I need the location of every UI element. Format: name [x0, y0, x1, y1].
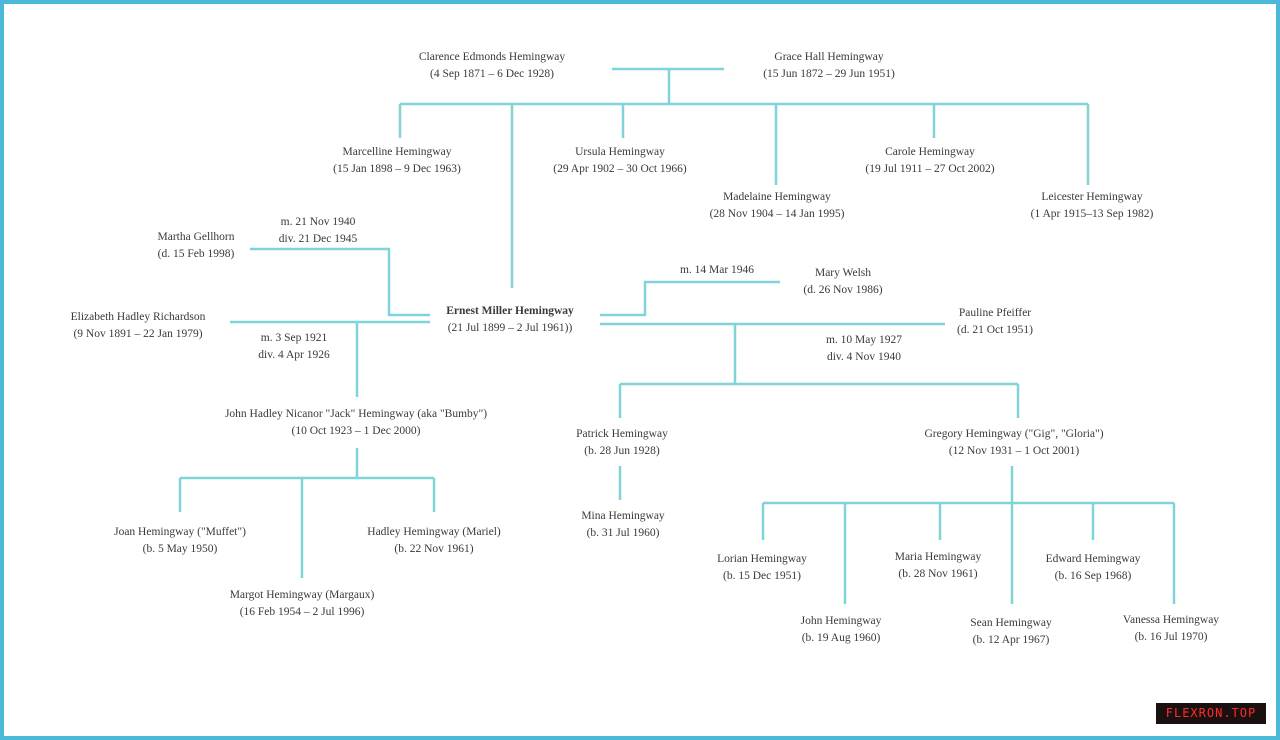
person-name: Vanessa Hemingway — [1122, 614, 1220, 626]
person-name: John Hadley Nicanor "Jack" Hemingway (ak… — [224, 408, 488, 420]
marriage-label-hadley: m. 3 Sep 1921 div. 4 Apr 1926 — [258, 332, 330, 361]
person-dates: (b. 28 Nov 1961) — [898, 568, 978, 580]
person-dates: (21 Jul 1899 – 2 Jul 1961)) — [447, 322, 573, 334]
person-joan: Joan Hemingway ("Muffet") (b. 5 May 1950… — [114, 524, 246, 558]
person-name: Grace Hall Hemingway — [774, 51, 884, 63]
person-patrick: Patrick Hemingway (b. 28 Jun 1928) — [576, 426, 668, 460]
person-dates: (10 Oct 1923 – 1 Dec 2000) — [291, 425, 421, 437]
person-dates: (16 Feb 1954 – 2 Jul 1996) — [239, 606, 365, 618]
person-name: Mary Welsh — [814, 267, 872, 279]
person-pauline: Pauline Pfeiffer (d. 21 Oct 1951) — [957, 305, 1033, 339]
marriage-label-mary: m. 14 Mar 1946 — [679, 264, 755, 276]
person-dates: (b. 12 Apr 1967) — [972, 634, 1050, 646]
person-dates: (19 Jul 1911 – 27 Oct 2002) — [865, 163, 995, 175]
person-dates: (29 Apr 1902 – 30 Oct 1966) — [553, 163, 687, 175]
person-name: Sean Hemingway — [970, 617, 1052, 629]
marriage-label-pauline: m. 10 May 1927 div. 4 Nov 1940 — [825, 334, 903, 363]
person-name: Elizabeth Hadley Richardson — [70, 311, 206, 323]
person-name: Pauline Pfeiffer — [958, 307, 1032, 319]
person-marcelline: Marcelline Hemingway (15 Jan 1898 – 9 De… — [333, 144, 461, 178]
person-ernest: Ernest Miller Hemingway (21 Jul 1899 – 2… — [446, 303, 574, 337]
person-name: Mina Hemingway — [581, 510, 665, 522]
marriage-line-martha — [250, 247, 430, 317]
person-dates: (15 Jan 1898 – 9 Dec 1963) — [333, 163, 461, 175]
person-lorian: Lorian Hemingway (b. 15 Dec 1951) — [717, 551, 807, 585]
person-jack: John Hadley Nicanor "Jack" Hemingway (ak… — [225, 406, 487, 440]
person-dates: (d. 26 Nov 1986) — [803, 284, 883, 296]
person-name: Patrick Hemingway — [576, 428, 668, 440]
person-edward: Edward Hemingway (b. 16 Sep 1968) — [1046, 551, 1141, 585]
person-dates: (b. 16 Sep 1968) — [1054, 570, 1132, 582]
person-carole: Carole Hemingway (19 Jul 1911 – 27 Oct 2… — [865, 144, 994, 178]
person-dates: (d. 15 Feb 1998) — [157, 248, 235, 260]
person-dates: (b. 16 Jul 1970) — [1134, 631, 1208, 643]
person-ursula: Ursula Hemingway (29 Apr 1902 – 30 Oct 1… — [553, 144, 687, 178]
person-dates: (4 Sep 1871 – 6 Dec 1928) — [430, 68, 554, 80]
person-dates: (b. 31 Jul 1960) — [586, 527, 660, 539]
person-dates: (1 Apr 1915–13 Sep 1982) — [1030, 208, 1154, 220]
person-name: Margot Hemingway (Margaux) — [229, 589, 375, 601]
person-name: Edward Hemingway — [1045, 553, 1141, 565]
person-name: Gregory Hemingway ("Gig", "Gloria") — [924, 428, 1104, 440]
person-hadley: Hadley Hemingway (Mariel) (b. 22 Nov 196… — [367, 524, 500, 558]
person-maria: Maria Hemingway (b. 28 Nov 1961) — [895, 549, 982, 583]
person-dates: (b. 28 Jun 1928) — [584, 445, 660, 457]
person-mary: Mary Welsh (d. 26 Nov 1986) — [803, 265, 882, 299]
person-name: Maria Hemingway — [894, 551, 982, 563]
person-dates: (d. 21 Oct 1951) — [956, 324, 1034, 336]
person-dates: (28 Nov 1904 – 14 Jan 1995) — [709, 208, 845, 220]
person-name: Marcelline Hemingway — [342, 146, 452, 158]
person-name: Joan Hemingway ("Muffet") — [114, 526, 246, 538]
person-sean: Sean Hemingway (b. 12 Apr 1967) — [970, 615, 1051, 649]
person-martha: Martha Gellhorn (d. 15 Feb 1998) — [158, 229, 235, 263]
person-name: Hadley Hemingway (Mariel) — [367, 526, 501, 538]
person-margot: Margot Hemingway (Margaux) (16 Feb 1954 … — [230, 587, 375, 621]
person-dates: (b. 22 Nov 1961) — [394, 543, 474, 555]
person-name: John Hemingway — [800, 615, 882, 627]
marriage-line-mary — [600, 280, 780, 317]
person-dates: (15 Jun 1872 – 29 Jun 1951) — [763, 68, 895, 80]
person-dates: (b. 5 May 1950) — [142, 543, 218, 555]
person-vanessa: Vanessa Hemingway (b. 16 Jul 1970) — [1123, 612, 1219, 646]
person-name: Madelaine Hemingway — [723, 191, 831, 203]
person-madelaine: Madelaine Hemingway (28 Nov 1904 – 14 Ja… — [710, 189, 845, 223]
person-dates: (12 Nov 1931 – 1 Oct 2001) — [948, 445, 1080, 457]
person-name: Carole Hemingway — [885, 146, 975, 158]
person-grace: Grace Hall Hemingway (15 Jun 1872 – 29 J… — [763, 49, 895, 83]
marriage-label-martha: m. 21 Nov 1940 div. 21 Dec 1945 — [278, 216, 358, 245]
person-name: Ursula Hemingway — [575, 146, 665, 158]
person-mina: Mina Hemingway (b. 31 Jul 1960) — [581, 508, 664, 542]
person-gregory: Gregory Hemingway ("Gig", "Gloria") (12 … — [924, 426, 1103, 460]
person-clarence: Clarence Edmonds Hemingway (4 Sep 1871 –… — [419, 49, 565, 83]
person-name: Ernest Miller Hemingway — [446, 305, 574, 317]
person-john: John Hemingway (b. 19 Aug 1960) — [801, 613, 882, 647]
person-name: Martha Gellhorn — [157, 231, 235, 243]
person-name: Leicester Hemingway — [1041, 191, 1143, 203]
person-name: Clarence Edmonds Hemingway — [418, 51, 566, 63]
watermark-badge: FLEXRON.TOP — [1156, 703, 1266, 724]
person-dates: (b. 15 Dec 1951) — [723, 570, 801, 582]
person-leicester: Leicester Hemingway (1 Apr 1915–13 Sep 1… — [1031, 189, 1154, 223]
person-name: Lorian Hemingway — [717, 553, 807, 565]
person-dates: (9 Nov 1891 – 22 Jan 1979) — [73, 328, 203, 340]
person-dates: (b. 19 Aug 1960) — [801, 632, 881, 644]
person-elizabeth: Elizabeth Hadley Richardson (9 Nov 1891 … — [71, 309, 206, 343]
